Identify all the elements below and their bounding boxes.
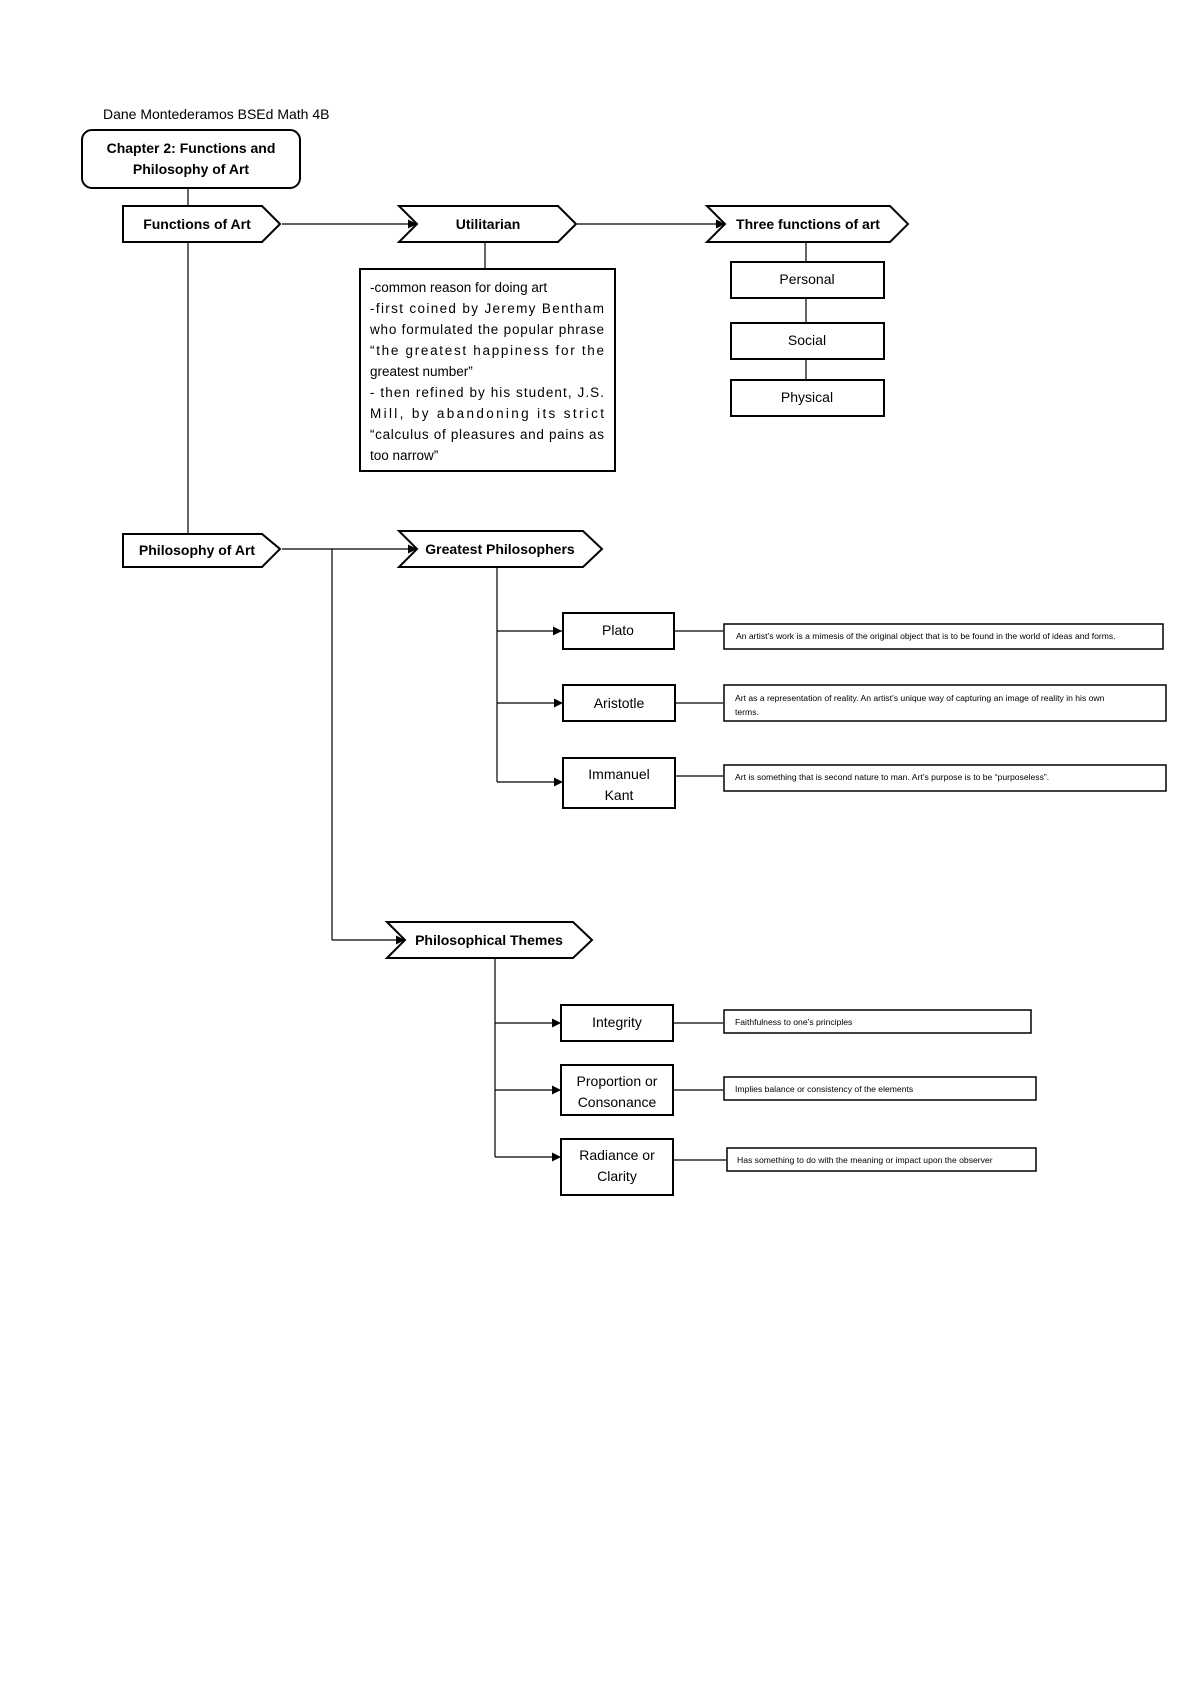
integrity-description-box: Faithfulness to one’s principles bbox=[723, 1009, 1032, 1034]
greatest-philosophers-node: Greatest Philosophers bbox=[396, 530, 604, 568]
function-item-social-label: Social bbox=[788, 332, 826, 348]
utilitarian-description-line-2: -first coined by Jeremy Bentham bbox=[370, 301, 604, 316]
chapter-title-line-2: Philosophy of Art bbox=[133, 161, 249, 177]
aristotle-description-line-1: Art as a representation of reality. An a… bbox=[735, 693, 1105, 703]
utilitarian-description-line-5: greatest number” bbox=[370, 364, 473, 379]
greatest-philosophers-label: Greatest Philosophers bbox=[425, 541, 575, 557]
author-line: Dane Montederamos BSEd Math 4B bbox=[103, 106, 329, 122]
philosopher-plato: Plato bbox=[562, 612, 675, 650]
chapter-title-box: Chapter 2: Functions and Philosophy of A… bbox=[81, 129, 301, 189]
proportion-description-text: Implies balance or consistency of the el… bbox=[735, 1084, 913, 1094]
kant-description-text: Art is something that is second nature t… bbox=[735, 772, 1049, 782]
function-item-physical: Physical bbox=[730, 379, 885, 417]
theme-proportion: Proportion or Consonance bbox=[560, 1064, 674, 1116]
utilitarian-node: Utilitarian bbox=[396, 205, 578, 243]
philosopher-aristotle: Aristotle bbox=[562, 684, 676, 722]
theme-proportion-label-1: Proportion or bbox=[577, 1073, 658, 1089]
radiance-description-box: Has something to do with the meaning or … bbox=[726, 1147, 1037, 1172]
utilitarian-description-line-9: too narrow” bbox=[370, 448, 438, 463]
functions-of-art-node: Functions of Art bbox=[122, 205, 282, 243]
proportion-description-box: Implies balance or consistency of the el… bbox=[723, 1076, 1037, 1101]
theme-proportion-label-2: Consonance bbox=[578, 1094, 657, 1110]
utilitarian-description-line-6: - then refined by his student, J.S. bbox=[370, 385, 604, 400]
theme-integrity-label: Integrity bbox=[592, 1014, 642, 1030]
theme-radiance-label-2: Clarity bbox=[597, 1168, 637, 1184]
philosophy-of-art-label: Philosophy of Art bbox=[139, 542, 255, 558]
theme-radiance-label-1: Radiance or bbox=[579, 1147, 655, 1163]
functions-of-art-label: Functions of Art bbox=[143, 216, 251, 232]
theme-radiance: Radiance or Clarity bbox=[560, 1138, 674, 1196]
theme-integrity: Integrity bbox=[560, 1004, 674, 1042]
chapter-title-line-1: Chapter 2: Functions and bbox=[107, 140, 276, 156]
philosopher-kant: Immanuel Kant bbox=[562, 757, 676, 809]
philosopher-kant-label-1: Immanuel bbox=[588, 766, 649, 782]
three-functions-node: Three functions of art bbox=[704, 205, 910, 243]
function-item-physical-label: Physical bbox=[781, 389, 833, 405]
philosopher-kant-label-2: Kant bbox=[605, 787, 634, 803]
aristotle-description-box: Art as a representation of reality. An a… bbox=[723, 684, 1167, 722]
philosopher-plato-label: Plato bbox=[602, 622, 634, 638]
plato-description-box: An artist’s work is a mimesis of the ori… bbox=[723, 623, 1164, 650]
integrity-description-text: Faithfulness to one’s principles bbox=[735, 1017, 852, 1027]
three-functions-label: Three functions of art bbox=[736, 216, 880, 232]
plato-description-text: An artist’s work is a mimesis of the ori… bbox=[736, 631, 1116, 641]
radiance-description-text: Has something to do with the meaning or … bbox=[737, 1155, 993, 1165]
philosopher-aristotle-label: Aristotle bbox=[594, 695, 645, 711]
kant-description-box: Art is something that is second nature t… bbox=[723, 764, 1167, 792]
utilitarian-description-line-3: who formulated the popular phrase bbox=[369, 322, 604, 337]
aristotle-description-line-2: terms. bbox=[735, 707, 759, 717]
function-item-social: Social bbox=[730, 322, 885, 360]
connectors bbox=[187, 189, 807, 1162]
utilitarian-label: Utilitarian bbox=[456, 216, 521, 232]
function-item-personal-label: Personal bbox=[779, 271, 834, 287]
utilitarian-description-line-8: “calculus of pleasures and pains as bbox=[370, 427, 604, 442]
function-item-personal: Personal bbox=[730, 261, 885, 299]
utilitarian-description-box: -common reason for doing art -first coin… bbox=[359, 268, 616, 472]
philosophical-themes-node: Philosophical Themes bbox=[384, 921, 594, 959]
utilitarian-description-line-7: Mill, by abandoning its strict bbox=[370, 406, 604, 421]
philosophical-themes-label: Philosophical Themes bbox=[415, 932, 563, 948]
philosophy-of-art-node: Philosophy of Art bbox=[122, 533, 282, 568]
utilitarian-description-line-1: -common reason for doing art bbox=[370, 280, 547, 295]
